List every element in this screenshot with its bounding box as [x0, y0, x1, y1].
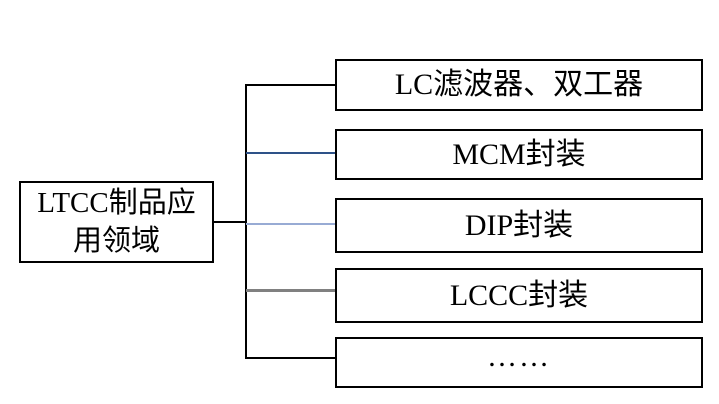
node-dip-package: DIP封装	[335, 198, 703, 253]
connector-branch-mcm	[246, 152, 335, 154]
connector-branch-lccc	[246, 289, 336, 292]
node-lccc-package: LCCC封装	[335, 268, 703, 323]
root-node-label-line2: 用领域	[72, 225, 160, 257]
node-label: LC滤波器、双工器	[394, 68, 644, 101]
node-ellipsis: ……	[335, 337, 703, 388]
connector-root-stub	[213, 221, 247, 223]
node-lc-filter-duplexer: LC滤波器、双工器	[335, 59, 703, 111]
node-label: DIP封装	[464, 208, 574, 242]
node-label: LCCC封装	[449, 278, 589, 312]
connector-branch-lc-filter	[246, 84, 335, 86]
node-label: ……	[487, 339, 551, 373]
connector-branch-ellipsis	[246, 357, 335, 359]
connector-branch-dip	[246, 223, 335, 225]
node-label: MCM封装	[452, 137, 586, 171]
root-node-label-line1: LTCC制品应	[37, 187, 196, 219]
root-node-ltcc-application-fields: LTCC制品应 用领域	[19, 181, 214, 263]
node-mcm-package: MCM封装	[335, 129, 703, 180]
